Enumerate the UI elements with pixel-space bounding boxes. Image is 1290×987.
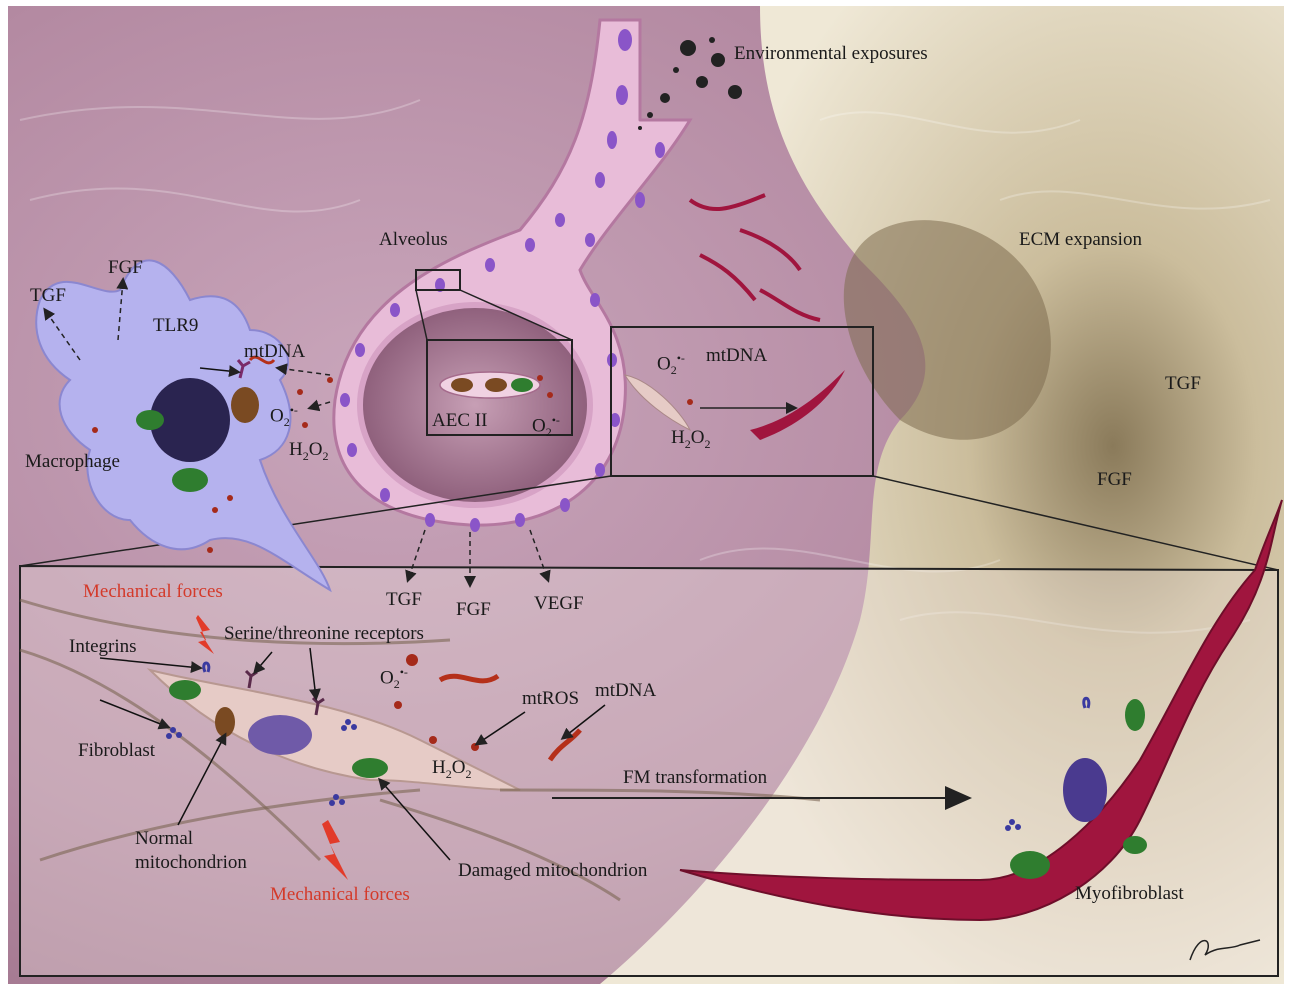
- label-aec2: AEC II: [432, 411, 487, 430]
- label-o2-macrophage: O2•-: [270, 404, 298, 428]
- label-mtdna-zoom: mtDNA: [595, 681, 656, 700]
- label-fgf-macrophage: FGF: [108, 258, 143, 277]
- label-damaged-mitochondrion: Damaged mitochondrion: [458, 861, 647, 880]
- label-tgf-bottom: TGF: [386, 590, 422, 609]
- label-tlr9: TLR9: [153, 316, 198, 335]
- label-mtdna-macrophage: mtDNA: [244, 342, 305, 361]
- label-o2-zoom: O2•-: [380, 666, 408, 690]
- label-myofibroblast: Myofibroblast: [1075, 884, 1184, 903]
- label-fibroblast: Fibroblast: [78, 741, 155, 760]
- label-tgf-macrophage: TGF: [30, 286, 66, 305]
- label-ecm-expansion: ECM expansion: [1019, 230, 1142, 249]
- label-vegf: VEGF: [534, 594, 584, 613]
- label-macrophage: Macrophage: [25, 452, 120, 471]
- label-mechanical-forces-top: Mechanical forces: [83, 582, 223, 601]
- label-fm-transformation: FM transformation: [623, 768, 767, 787]
- label-fgf-right: FGF: [1097, 470, 1132, 489]
- label-h2o2-macrophage: H2O2: [289, 440, 328, 462]
- label-h2o2-zoom-source: H2O2: [671, 428, 710, 450]
- label-normal-mitochondrion-1: Normal: [135, 829, 193, 848]
- label-fgf-bottom: FGF: [456, 600, 491, 619]
- label-h2o2-zoom: H2O2: [432, 758, 471, 780]
- label-o2-aec: O2•-: [532, 414, 560, 438]
- label-integrins: Integrins: [69, 637, 137, 656]
- label-mechanical-forces-bottom: Mechanical forces: [270, 885, 410, 904]
- label-tgf-right: TGF: [1165, 374, 1201, 393]
- label-alveolus: Alveolus: [379, 230, 448, 249]
- label-serine-threonine-receptors: Serine/threonine receptors: [224, 624, 424, 643]
- label-normal-mitochondrion-2: mitochondrion: [135, 853, 247, 872]
- label-o2-zoom-source: O2•-: [657, 352, 685, 376]
- label-mtros: mtROS: [522, 689, 579, 708]
- label-environmental-exposures: Environmental exposures: [734, 44, 928, 63]
- aec2-cell: [440, 372, 540, 398]
- label-mtdna-zoom-source: mtDNA: [706, 346, 767, 365]
